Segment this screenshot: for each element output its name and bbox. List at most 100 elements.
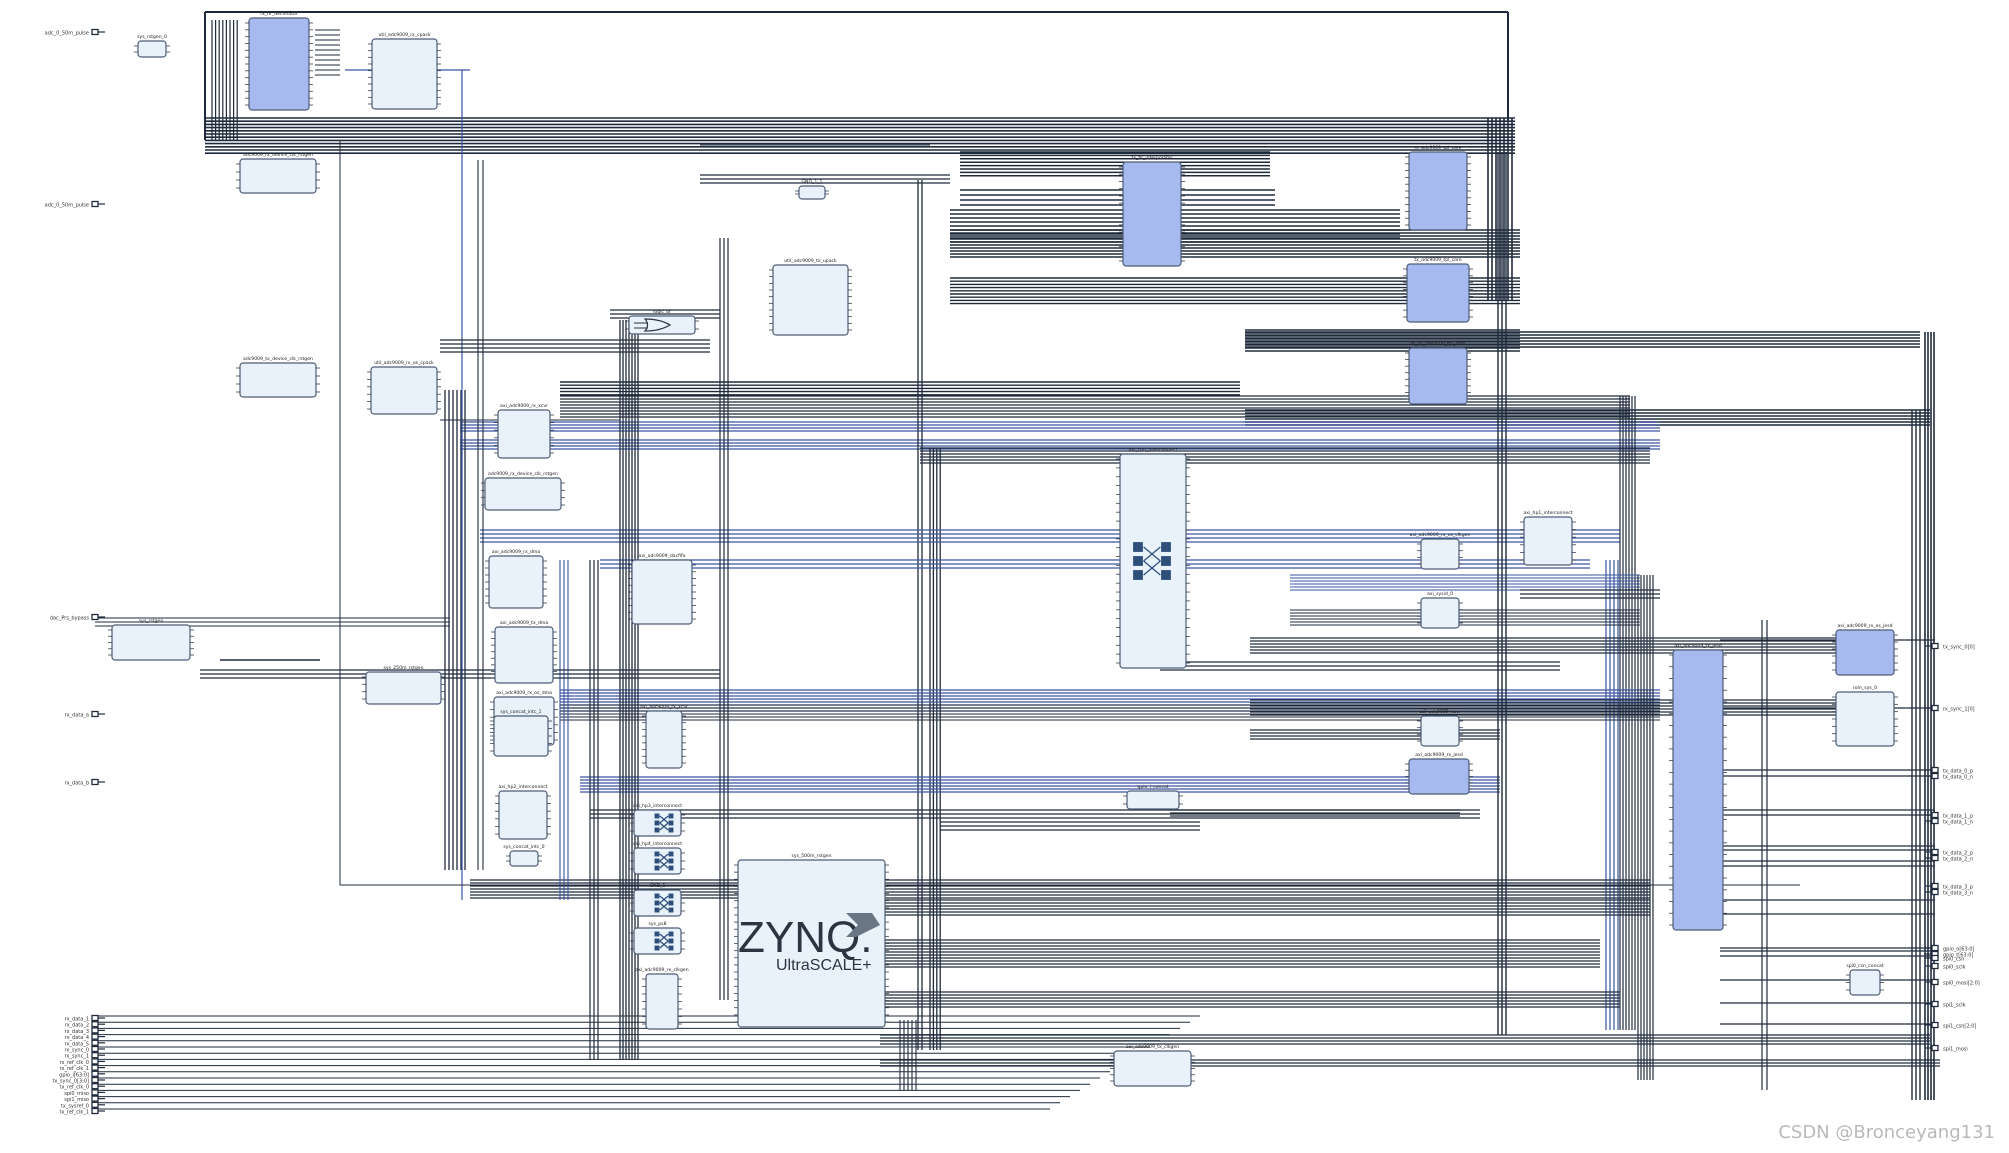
block-label: sys_concat_intc_0	[503, 844, 544, 850]
block-axi-sysid-0[interactable]: axi_sysid_0	[1417, 591, 1463, 629]
port-marker-icon[interactable]	[91, 1033, 99, 1040]
zynq-brand-text: ZYNQ.	[738, 913, 872, 962]
block-label: axi_adc9009_tx_dma	[500, 620, 549, 626]
block-rx-os-adc9009-tpl-core[interactable]: rx_os_adc9009_tpl_core	[1405, 341, 1471, 405]
port-marker-icon[interactable]	[91, 1101, 99, 1108]
block-sys-concat-intc-0[interactable]: sys_concat_intc_0	[503, 844, 545, 867]
block-sys-500m-rstgen[interactable]: sys_500m_rstgen	[734, 853, 889, 1028]
block-rx-fir-decimator[interactable]: rx_fir_decimator	[245, 11, 313, 111]
port-label: rx_sync_1	[64, 1054, 89, 1060]
block-sys-rstgen[interactable]: sys_rstgen	[108, 618, 194, 661]
port-marker-icon[interactable]	[1931, 848, 1939, 856]
port-marker-icon[interactable]	[1931, 888, 1939, 896]
block-label: axi_hp2_interconnect	[498, 784, 547, 790]
port-marker-icon[interactable]	[91, 200, 99, 208]
block-gpio-i-concat[interactable]: gpio_i_concat	[1123, 784, 1183, 810]
block-util-adc9009-rx-cpack[interactable]: util_adc9009_rx_cpack	[368, 32, 441, 110]
block-axi-cpu-interconnect[interactable]: axi_cpu_interconnect	[1116, 447, 1190, 669]
port-marker-icon[interactable]	[91, 1021, 99, 1028]
block-axi-adc9009-rx-xcvr[interactable]: axi_adc9009_rx_xcvr	[494, 403, 554, 459]
port-marker-icon[interactable]	[1931, 962, 1939, 970]
port-label: tx_ref_clk_0	[60, 1085, 89, 1091]
port-marker-icon[interactable]	[1931, 954, 1939, 962]
block-sys-250m-rstgen[interactable]: sys_250m_rstgen	[362, 665, 445, 705]
block-axi-adc9009-tx-xcvr[interactable]: axi_adc9009_tx_xcvr	[640, 704, 688, 769]
port-marker-icon[interactable]	[1931, 882, 1939, 890]
block-rom-sys-0[interactable]: rom_sys_0	[1832, 685, 1898, 747]
block-label: adc9009_rx_device_clk_rstgen	[488, 471, 558, 477]
block-axi-hp1-interconnect[interactable]: axi_hp1_interconnect	[1520, 510, 1576, 566]
port-marker-icon[interactable]	[91, 778, 99, 786]
port-marker-icon[interactable]	[91, 1095, 99, 1102]
port-label: gpio_i[63:0]	[59, 1072, 89, 1078]
port-marker-icon[interactable]	[1931, 978, 1939, 986]
port-marker-icon[interactable]	[91, 1107, 99, 1115]
block-label: axi_adc9009_tx_jesd	[1674, 643, 1722, 649]
port-marker-icon[interactable]	[91, 1089, 99, 1096]
port-marker-icon[interactable]	[1931, 1021, 1939, 1029]
port-marker-icon[interactable]	[91, 1083, 99, 1090]
port-marker-icon[interactable]	[91, 1070, 99, 1077]
port-marker-icon[interactable]	[1931, 642, 1939, 650]
port-marker-icon[interactable]	[1931, 766, 1939, 774]
or-gate-icon	[634, 318, 672, 332]
port-marker-icon[interactable]	[91, 613, 99, 621]
port-marker-icon[interactable]	[91, 28, 99, 36]
block-adc9009-rx-device-clk-rstgen[interactable]: adc9009_rx_device_clk_rstgen	[236, 152, 320, 194]
port-marker-icon[interactable]	[1931, 811, 1939, 819]
port-marker-icon[interactable]	[1931, 704, 1939, 712]
block-util-adc9009-xcvr[interactable]: util_adc9009_xcvr	[1417, 709, 1463, 747]
block-label: rx_adc9009_tpl_core	[1414, 145, 1461, 151]
block-axi-adc9009-tx-dma[interactable]: axi_adc9009_tx_dma	[491, 620, 557, 684]
port-label: tx_data_3_n	[1943, 891, 1973, 897]
port-label: rx_ref_clk_1	[60, 1066, 89, 1072]
block-layer: rx_fir_decimatorutil_adc9009_rx_cpacksys…	[108, 11, 1898, 1087]
port-marker-icon[interactable]	[91, 1045, 99, 1053]
block-axi-adc9009-rx-clkgen[interactable]: axi_adc9009_rx_clkgen	[635, 967, 689, 1030]
port-marker-icon[interactable]	[1931, 772, 1939, 780]
block-label: rom_sys_0	[1853, 685, 1877, 691]
block-tx-fir-interpolator[interactable]: tx_fir_interpolator	[1119, 155, 1185, 267]
zynq-sub-text: UltraSCALE+	[776, 957, 872, 974]
port-marker-icon[interactable]	[91, 1027, 99, 1034]
block-axi-adc9009-rx-os-jesd[interactable]: axi_adc9009_rx_os_jesd	[1832, 623, 1898, 676]
port-marker-icon[interactable]	[91, 1058, 99, 1065]
block-axi-adc9009-rx-dma[interactable]: axi_adc9009_rx_dma	[485, 549, 547, 609]
port-marker-icon[interactable]	[91, 1039, 99, 1046]
block-axi-adc9009-dacfifo[interactable]: axi_adc9009_dacfifo	[628, 553, 696, 625]
block-util-adc9009-rx-os-cpack[interactable]: util_adc9009_rx_os_cpack	[367, 360, 441, 415]
block-axi-adc9009-tx-clkgen[interactable]: axi_adc9009_tx_clkgen	[1110, 1044, 1195, 1087]
block-sys-rstgen-0[interactable]: sys_rstgen_0	[134, 34, 170, 58]
block-label: util_adc9009_xcvr	[1419, 709, 1461, 715]
port-marker-icon[interactable]	[1931, 944, 1939, 952]
block-util-adc9009-tx-upack[interactable]: util_adc9009_tx_upack	[769, 258, 852, 336]
port-marker-icon[interactable]	[1931, 854, 1939, 862]
port-marker-icon[interactable]	[91, 710, 99, 718]
block-rx-adc9009-tpl-core[interactable]: rx_adc9009_tpl_core	[1405, 145, 1471, 231]
port-marker-icon[interactable]	[1931, 1000, 1939, 1008]
block-axi-adc9009-tx-jesd[interactable]: axi_adc9009_tx_jesd	[1669, 643, 1727, 931]
port-label: tx_data_3_p	[1943, 885, 1973, 891]
block-GND-1-1[interactable]: GND_1_1	[795, 179, 829, 200]
block-label: sys_250m_rstgen	[383, 665, 423, 671]
port-marker-icon[interactable]	[91, 1076, 99, 1084]
port-marker-icon[interactable]	[91, 1052, 99, 1059]
block-label: spi0_csn_concat	[1846, 963, 1884, 969]
block-axi-adc9009-rx-os-clkgen[interactable]: axi_adc9009_rx_os_clkgen	[1410, 532, 1471, 570]
block-spi0-csn-concat[interactable]: spi0_csn_concat	[1846, 963, 1884, 996]
zynq-chevron-icon	[846, 913, 880, 937]
port-marker-icon[interactable]	[91, 1014, 99, 1022]
port-marker-icon[interactable]	[1931, 817, 1939, 825]
block-axi-hp2-interconnect[interactable]: axi_hp2_interconnect	[495, 784, 551, 840]
zynq-logo: ZYNQ. UltraSCALE+	[738, 913, 880, 974]
block-tx-adc9009-tpl-core[interactable]: tx_adc9009_tpl_core	[1403, 257, 1473, 323]
port-label: rx_sync_0	[64, 1048, 89, 1054]
port-label: tx_sync_0[3:0]	[52, 1079, 89, 1085]
port-marker-icon[interactable]	[91, 1064, 99, 1071]
block-sys-concat-intc-1[interactable]: sys_concat_intc_1	[490, 709, 552, 757]
port-marker-icon[interactable]	[1931, 1044, 1939, 1052]
block-adc9009-tx-device-clk-rstgen[interactable]: adc9009_tx_device_clk_rstgen	[236, 356, 320, 398]
block-axi-adc9009-rx-jesd[interactable]: axi_adc9009_rx_jesd	[1405, 752, 1473, 795]
block-adc9009-rx-device-clk-rstgen[interactable]: adc9009_rx_device_clk_rstgen	[481, 471, 565, 511]
